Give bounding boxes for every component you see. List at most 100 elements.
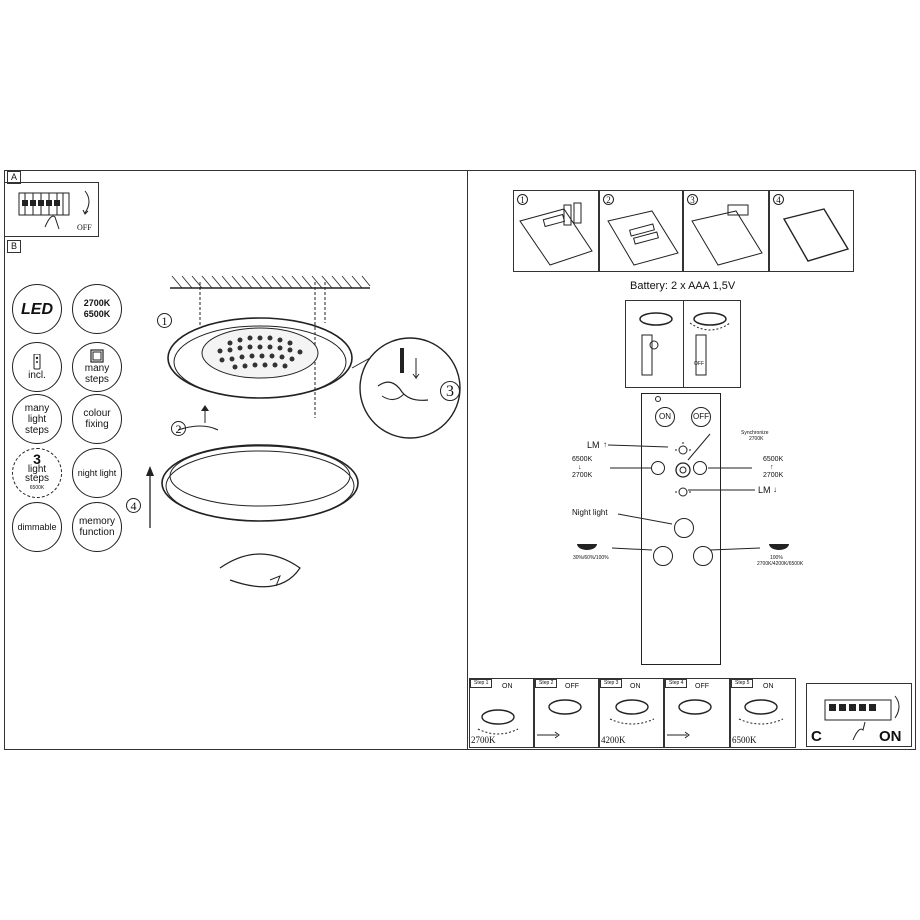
led-text: LED bbox=[21, 300, 53, 318]
off-text: OFF bbox=[77, 223, 92, 232]
many-light-steps-text: many light steps bbox=[24, 402, 50, 436]
night-light-button[interactable] bbox=[674, 518, 694, 538]
remote-on-button[interactable]: ON bbox=[655, 407, 675, 427]
sequence-step-4: Step 4 OFF bbox=[664, 678, 730, 748]
left-dim-label: 30%/60%/100% bbox=[573, 555, 609, 561]
left-cct-arrow: ↓ bbox=[578, 464, 582, 471]
remote-led-indicator bbox=[655, 396, 661, 402]
remote-included-badge: incl. bbox=[12, 342, 62, 392]
battery-step-4: 4 bbox=[769, 190, 854, 272]
battery-step-3: 3 bbox=[683, 190, 769, 272]
sequence-step-3: Step 3 ON 4200K bbox=[599, 678, 664, 748]
breaker-off-illustration bbox=[18, 190, 90, 230]
step-2-tag: Step 2 bbox=[535, 679, 558, 688]
step-5-tag: Step 5 bbox=[731, 679, 754, 688]
remote-closed-icon bbox=[782, 208, 850, 262]
cct-cycle-button[interactable] bbox=[693, 546, 713, 566]
light-steps-number: 3 bbox=[33, 450, 41, 467]
page-divider bbox=[467, 170, 468, 750]
battery-step-1: 1 bbox=[513, 190, 599, 272]
right-dim-bottom: 2700K/4200K/6500K bbox=[757, 561, 804, 567]
sequence-step-1: Step 1 ON 2700K bbox=[469, 678, 534, 748]
battery-step-4-number: 4 bbox=[773, 194, 784, 205]
remote-dpad-icon bbox=[675, 442, 691, 497]
synchronize-sub: 2700K bbox=[749, 436, 764, 442]
sequence-step-5: Step 5 ON 6500K bbox=[730, 678, 796, 748]
breaker-on-box: C ON bbox=[806, 683, 912, 747]
install-step-3: 3 bbox=[440, 381, 460, 401]
many-steps-badge: many steps bbox=[72, 342, 122, 392]
pairing-illustration bbox=[639, 312, 731, 376]
cct-badge: 2700K 6500K bbox=[72, 284, 122, 334]
step-1-temp: 2700K bbox=[471, 735, 496, 745]
memory-function-text: memory function bbox=[78, 516, 116, 538]
left-cct-top: 6500K bbox=[572, 456, 593, 463]
many-steps-text: many steps bbox=[84, 363, 110, 385]
incl-text: incl. bbox=[28, 369, 46, 381]
pairing-box: OFF bbox=[625, 300, 741, 388]
panel-b-label: B bbox=[7, 240, 21, 253]
lm-up-arrow: ↑ bbox=[603, 440, 607, 449]
step-5-state: ON bbox=[763, 683, 774, 690]
memory-function-badge: memory function bbox=[72, 502, 122, 552]
colour-fixing-badge: colour fixing bbox=[72, 394, 122, 444]
light-steps-sub: 6500K bbox=[29, 484, 45, 491]
dim-cycle-button[interactable] bbox=[653, 546, 673, 566]
step-1-tag: Step 1 bbox=[470, 679, 493, 688]
dimmable-text: dimmable bbox=[17, 521, 57, 532]
right-dim-top: 100% bbox=[770, 555, 783, 561]
dimmable-badge: dimmable bbox=[12, 502, 62, 552]
panel-a-label: A bbox=[7, 171, 21, 184]
night-light-badge: night light bbox=[72, 448, 122, 498]
switch-c-label: C bbox=[811, 728, 822, 745]
pairing-off-text: OFF bbox=[694, 361, 704, 367]
right-cct-bottom: 2700K bbox=[763, 472, 784, 479]
sequence-step-2: Step 2 OFF bbox=[534, 678, 599, 748]
step-3-lamp-icon bbox=[609, 699, 655, 725]
night-light-text: night light bbox=[77, 467, 117, 478]
light-steps-text: light steps bbox=[25, 463, 49, 484]
remote-batteries-out-icon bbox=[519, 202, 593, 266]
colour-fixing-text: colour fixing bbox=[83, 408, 111, 430]
battery-step-2: 2 bbox=[599, 190, 683, 272]
step-4-tag: Step 4 bbox=[665, 679, 688, 688]
pairing-divider bbox=[683, 301, 684, 387]
breaker-on-illustration bbox=[824, 695, 900, 741]
right-cct-arrow: ↑ bbox=[770, 464, 774, 471]
step-5-lamp-icon bbox=[738, 699, 784, 725]
battery-step-1-number: 1 bbox=[517, 194, 528, 205]
install-step-2: 2 bbox=[171, 421, 186, 436]
led-badge: LED bbox=[12, 284, 62, 334]
step-1-state: ON bbox=[502, 683, 513, 690]
synchronize-label: Synchronize bbox=[741, 430, 769, 436]
install-step-1: 1 bbox=[157, 313, 172, 328]
step-2-state: OFF bbox=[565, 683, 579, 690]
many-light-steps-badge: many light steps bbox=[12, 394, 62, 444]
lm-up-label: LM bbox=[587, 440, 600, 450]
step-3-tag: Step 3 bbox=[600, 679, 623, 688]
step-1-lamp-icon bbox=[477, 709, 519, 735]
install-step-4: 4 bbox=[126, 498, 141, 513]
step-5-temp: 6500K bbox=[732, 735, 757, 745]
step-3-temp: 4200K bbox=[601, 735, 626, 745]
right-cct-top: 6500K bbox=[763, 456, 784, 463]
cct-plus-button[interactable] bbox=[693, 461, 707, 475]
left-cct-bottom: 2700K bbox=[572, 472, 593, 479]
dimmer-square-icon bbox=[90, 349, 104, 363]
battery-step-3-number: 3 bbox=[687, 194, 698, 205]
switch-on-label: ON bbox=[879, 728, 902, 745]
remote-off-button[interactable]: OFF bbox=[691, 407, 711, 427]
panel-a-box: OFF bbox=[4, 182, 99, 237]
step-4-lamp-icon bbox=[667, 699, 712, 739]
night-light-label: Night light bbox=[572, 508, 608, 517]
battery-label: Battery: 2 x AAA 1,5V bbox=[630, 280, 736, 292]
left-lamp-icon bbox=[577, 544, 597, 550]
right-lamp-icon bbox=[769, 544, 789, 550]
step-4-state: OFF bbox=[695, 683, 709, 690]
battery-step-2-number: 2 bbox=[603, 194, 614, 205]
step-2-lamp-icon bbox=[537, 699, 582, 739]
lm-down-arrow: ↓ bbox=[773, 485, 777, 494]
remote-callout-lines bbox=[607, 433, 761, 551]
remote-body bbox=[641, 393, 721, 665]
three-light-steps-badge: 3 light steps 6500K bbox=[12, 448, 62, 498]
